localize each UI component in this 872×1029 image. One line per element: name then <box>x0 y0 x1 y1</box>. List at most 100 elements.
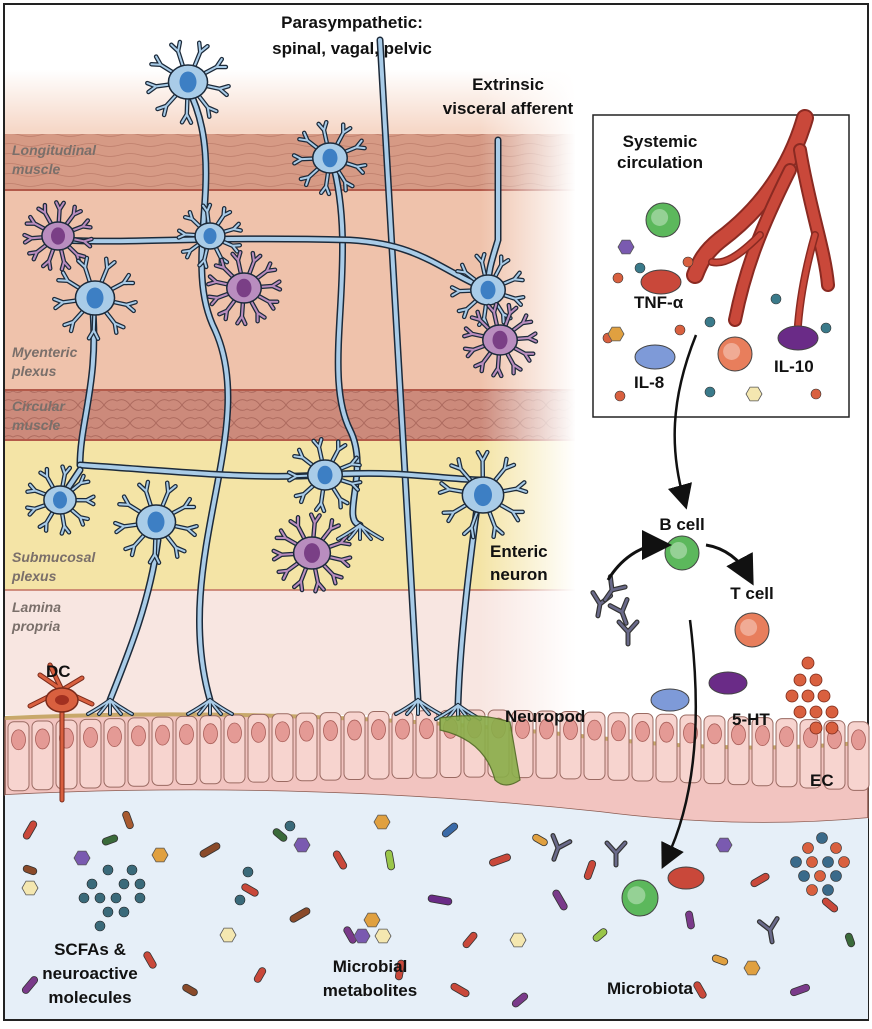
serotonin-granule <box>809 721 823 735</box>
lumen-metabolite <box>21 880 39 896</box>
circulating-particle <box>682 256 694 268</box>
ec-granule <box>822 884 834 896</box>
ec-granule <box>802 842 814 854</box>
scfa-molecule <box>94 920 106 932</box>
bacterium <box>489 853 511 867</box>
bacterium <box>693 981 707 999</box>
axon-terminal <box>86 698 134 716</box>
neuron-nucleus <box>322 148 338 168</box>
systemic-b-cell <box>645 202 681 238</box>
lumen-metabolite <box>509 932 527 948</box>
myenteric-connecting-fiber <box>56 235 492 294</box>
neuron-nucleus <box>147 511 165 533</box>
myenteric-layer-label-line1: Myenteric <box>12 344 78 360</box>
bacterium <box>101 834 119 846</box>
parasympathetic-label-line1: Parasympathetic: <box>281 13 423 32</box>
glial-nucleus <box>492 330 508 350</box>
arrow-b-cell-to-t-cell <box>705 543 754 586</box>
ec-granule <box>798 870 810 882</box>
glial-nucleus <box>304 543 320 563</box>
glial-nucleus <box>51 227 65 245</box>
neuron-nucleus <box>474 483 492 507</box>
bacterium <box>583 859 597 881</box>
submucosal-descending-fiber-1 <box>106 536 162 704</box>
serotonin-granule <box>825 721 839 735</box>
lumen-metabolite <box>373 814 391 830</box>
arrow-antibody-to-b-cell <box>606 530 672 581</box>
bacterium <box>384 849 396 871</box>
neuron-submucosal-1 <box>25 464 96 536</box>
antibody <box>607 597 630 626</box>
lamina-layer-label-line2: propria <box>11 618 60 634</box>
scfa-label-line3: molecules <box>48 988 131 1007</box>
epithelial-nucleus <box>371 719 386 740</box>
b-cell <box>664 535 700 571</box>
il8-molecule-lamina <box>650 688 690 712</box>
longitudinal-layer-label-line1: Longitudinal <box>12 142 97 158</box>
scfa-molecule <box>86 878 98 890</box>
dendritic-cell <box>27 662 95 803</box>
bacterium <box>182 983 198 997</box>
lumen-metabolite <box>715 837 733 853</box>
gut-lumen <box>5 790 868 1019</box>
axon-terminal <box>394 698 442 716</box>
neuron-longitudinal <box>291 119 368 197</box>
longitudinal-layer-label-line2: muscle <box>12 161 60 177</box>
epithelial-nucleus <box>323 720 338 741</box>
bacterium <box>122 810 134 830</box>
epithelial-nucleus <box>659 721 674 743</box>
parasympathetic-axon-1 <box>184 84 232 704</box>
bacterium <box>272 828 288 842</box>
circulating-particle <box>674 324 686 336</box>
epithelial-nucleus <box>611 720 626 742</box>
lumen-metabolite <box>293 837 311 853</box>
neuron-myenteric-1 <box>176 202 243 270</box>
bacterium <box>750 872 770 888</box>
submucosal-layer-label-line1: Submucosal <box>12 549 96 565</box>
scfa-molecule <box>242 866 254 878</box>
neuron-myenteric-2 <box>52 255 138 341</box>
epithelial-nucleus <box>35 728 50 750</box>
lumen-metabolite <box>151 847 169 863</box>
lumen-b-cell <box>621 879 659 917</box>
dynamic-elements <box>21 36 856 1008</box>
epithelial-nucleus <box>563 719 578 740</box>
epithelial-nucleus <box>131 725 146 747</box>
bacterium <box>711 954 729 966</box>
lumen-metabolite <box>743 960 761 976</box>
epithelial-nucleus <box>203 723 218 745</box>
scfa-molecule <box>126 864 138 876</box>
ec-granule <box>790 856 802 868</box>
bacterium <box>21 976 39 994</box>
bacterium <box>441 822 459 838</box>
metabolite-hexagon <box>617 239 635 255</box>
bacterium <box>844 932 856 948</box>
circulating-particle <box>704 316 716 328</box>
epithelial-nucleus <box>731 724 746 746</box>
epithelial-nucleus <box>779 726 794 748</box>
bacterium <box>532 833 548 847</box>
epithelial-nucleus <box>539 718 554 740</box>
epithelial-nucleus <box>587 719 602 741</box>
lumen-metabolite <box>374 928 392 944</box>
neuron-nucleus <box>53 491 67 509</box>
neuropod-label: Neuropod <box>505 707 585 726</box>
circulating-particle <box>614 390 626 402</box>
neuron-myenteric-3 <box>449 251 526 329</box>
text-labels: Parasympathetic: spinal, vagal, pelvic E… <box>11 13 834 1007</box>
submucosal-layer-label-line2: plexus <box>11 568 57 584</box>
lumen-metabolite <box>73 850 91 866</box>
bacterium <box>592 928 608 942</box>
microbial-label-line2: metabolites <box>323 981 417 1000</box>
scfa-molecule <box>78 892 90 904</box>
neuron-nucleus <box>179 71 197 93</box>
epithelial-nucleus <box>11 729 26 751</box>
bacterium <box>343 926 357 944</box>
serotonin-granule <box>817 689 831 703</box>
bacterium <box>22 864 38 876</box>
tnf-label: TNF-α <box>634 293 684 312</box>
scfa-molecule <box>110 892 122 904</box>
ec-granule <box>838 856 850 868</box>
systemic-t-cell <box>717 336 753 372</box>
